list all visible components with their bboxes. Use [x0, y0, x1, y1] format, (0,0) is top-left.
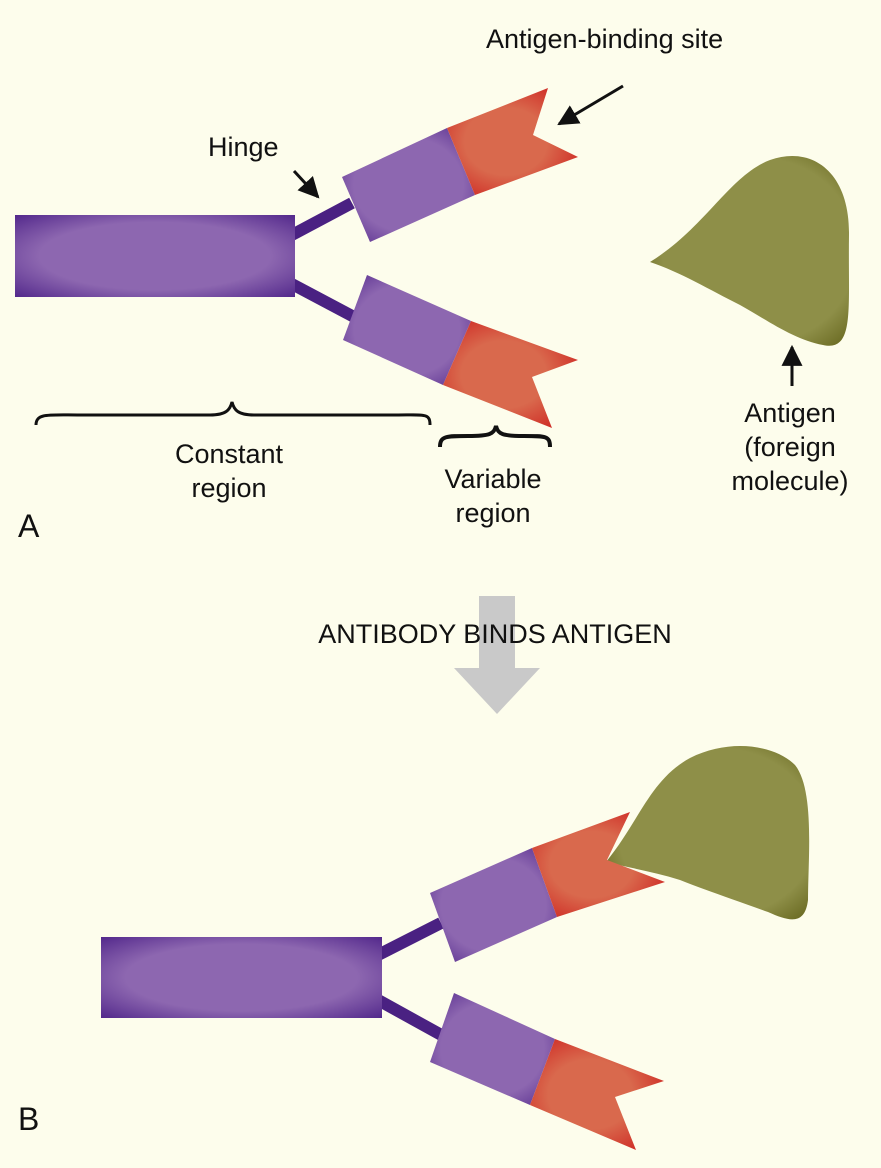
label-constant-region-1: Constant — [175, 439, 284, 469]
constant-region-upper-arm — [342, 128, 475, 242]
panel-label-a: A — [18, 508, 40, 544]
label-variable-region-1: Variable — [444, 464, 541, 494]
label-antigen-3: molecule) — [731, 466, 848, 496]
constant-region-lower-arm — [343, 275, 471, 385]
antigen-free — [650, 155, 850, 346]
variable-region-upper-arm-b — [532, 812, 665, 917]
antigen-binding-site-arrow — [557, 84, 624, 126]
antibody-a — [15, 88, 578, 428]
panel-label-b: B — [18, 1101, 39, 1137]
label-transition: ANTIBODY BINDS ANTIGEN — [318, 619, 672, 649]
hinge-upper-b — [375, 917, 444, 961]
constant-region-upper-arm-b — [430, 848, 557, 962]
antigen-bound — [606, 746, 810, 920]
variable-region-lower-arm — [443, 321, 578, 428]
variable-region-upper-arm — [447, 88, 578, 195]
label-antigen-binding-site: Antigen-binding site — [486, 24, 723, 54]
hinge-lower — [287, 277, 359, 324]
label-constant-region-2: region — [191, 473, 266, 503]
constant-region-lower-arm-b — [430, 993, 555, 1105]
hinge-arrow — [292, 169, 320, 199]
constant-region-stem-b — [101, 937, 382, 1018]
hinge-lower-b — [375, 994, 448, 1043]
constant-region-brace — [34, 401, 432, 426]
label-antigen-2: (foreign — [744, 432, 836, 462]
hinge-upper — [287, 197, 355, 242]
label-hinge: Hinge — [208, 132, 279, 162]
antibody-b — [101, 812, 665, 1150]
variable-region-lower-arm-b — [530, 1039, 664, 1150]
label-variable-region-2: region — [455, 498, 530, 528]
constant-region-stem — [15, 215, 295, 297]
label-antigen-1: Antigen — [744, 398, 836, 428]
transition-arrow — [454, 596, 540, 714]
variable-region-brace — [438, 425, 552, 448]
